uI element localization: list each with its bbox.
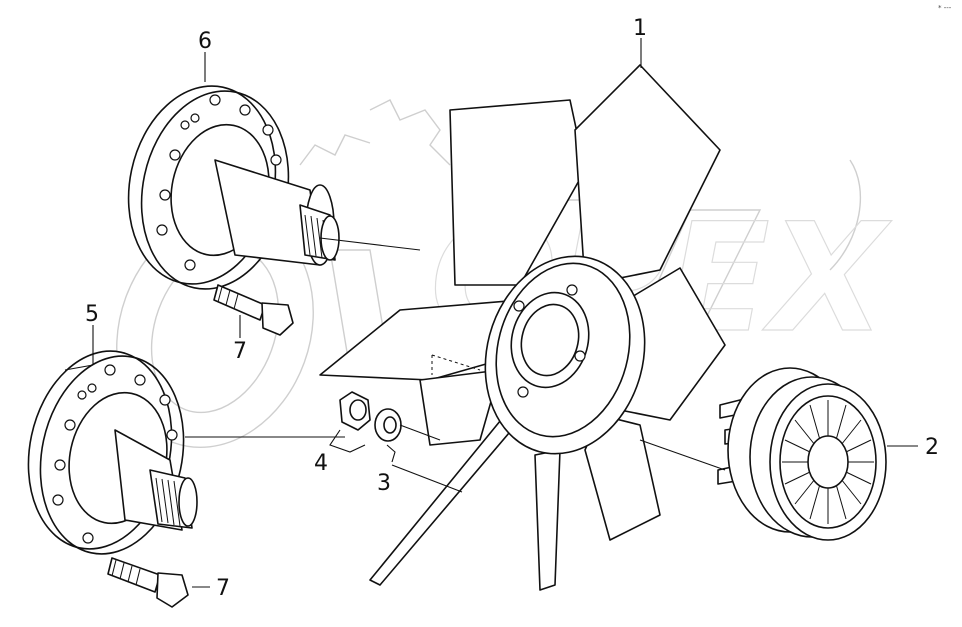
callout-1: 1 <box>633 16 647 41</box>
bolt-part-7-lower <box>107 557 189 608</box>
callout-3: 3 <box>377 471 391 496</box>
callout-2: 2 <box>925 435 939 460</box>
callout-labels: 1 2 3 4 5 6 7 7 <box>85 16 939 601</box>
nut-part-4 <box>339 391 371 431</box>
fan-part-1 <box>319 64 726 591</box>
flange-adapter-part-6 <box>127 85 340 290</box>
fan-clutch-part-2 <box>717 367 887 541</box>
flange-adapter-part-5 <box>27 350 198 555</box>
bolt-part-7-upper <box>213 284 294 336</box>
callout-7-upper: 7 <box>233 339 247 364</box>
callout-4: 4 <box>314 451 328 476</box>
corner-mark: * --- <box>938 4 952 12</box>
callout-5: 5 <box>85 302 99 327</box>
callout-7-lower: 7 <box>216 576 230 601</box>
washer-part-3 <box>374 408 402 442</box>
callout-6: 6 <box>198 29 212 54</box>
leader-lines <box>64 38 918 588</box>
center-lines <box>185 237 726 471</box>
